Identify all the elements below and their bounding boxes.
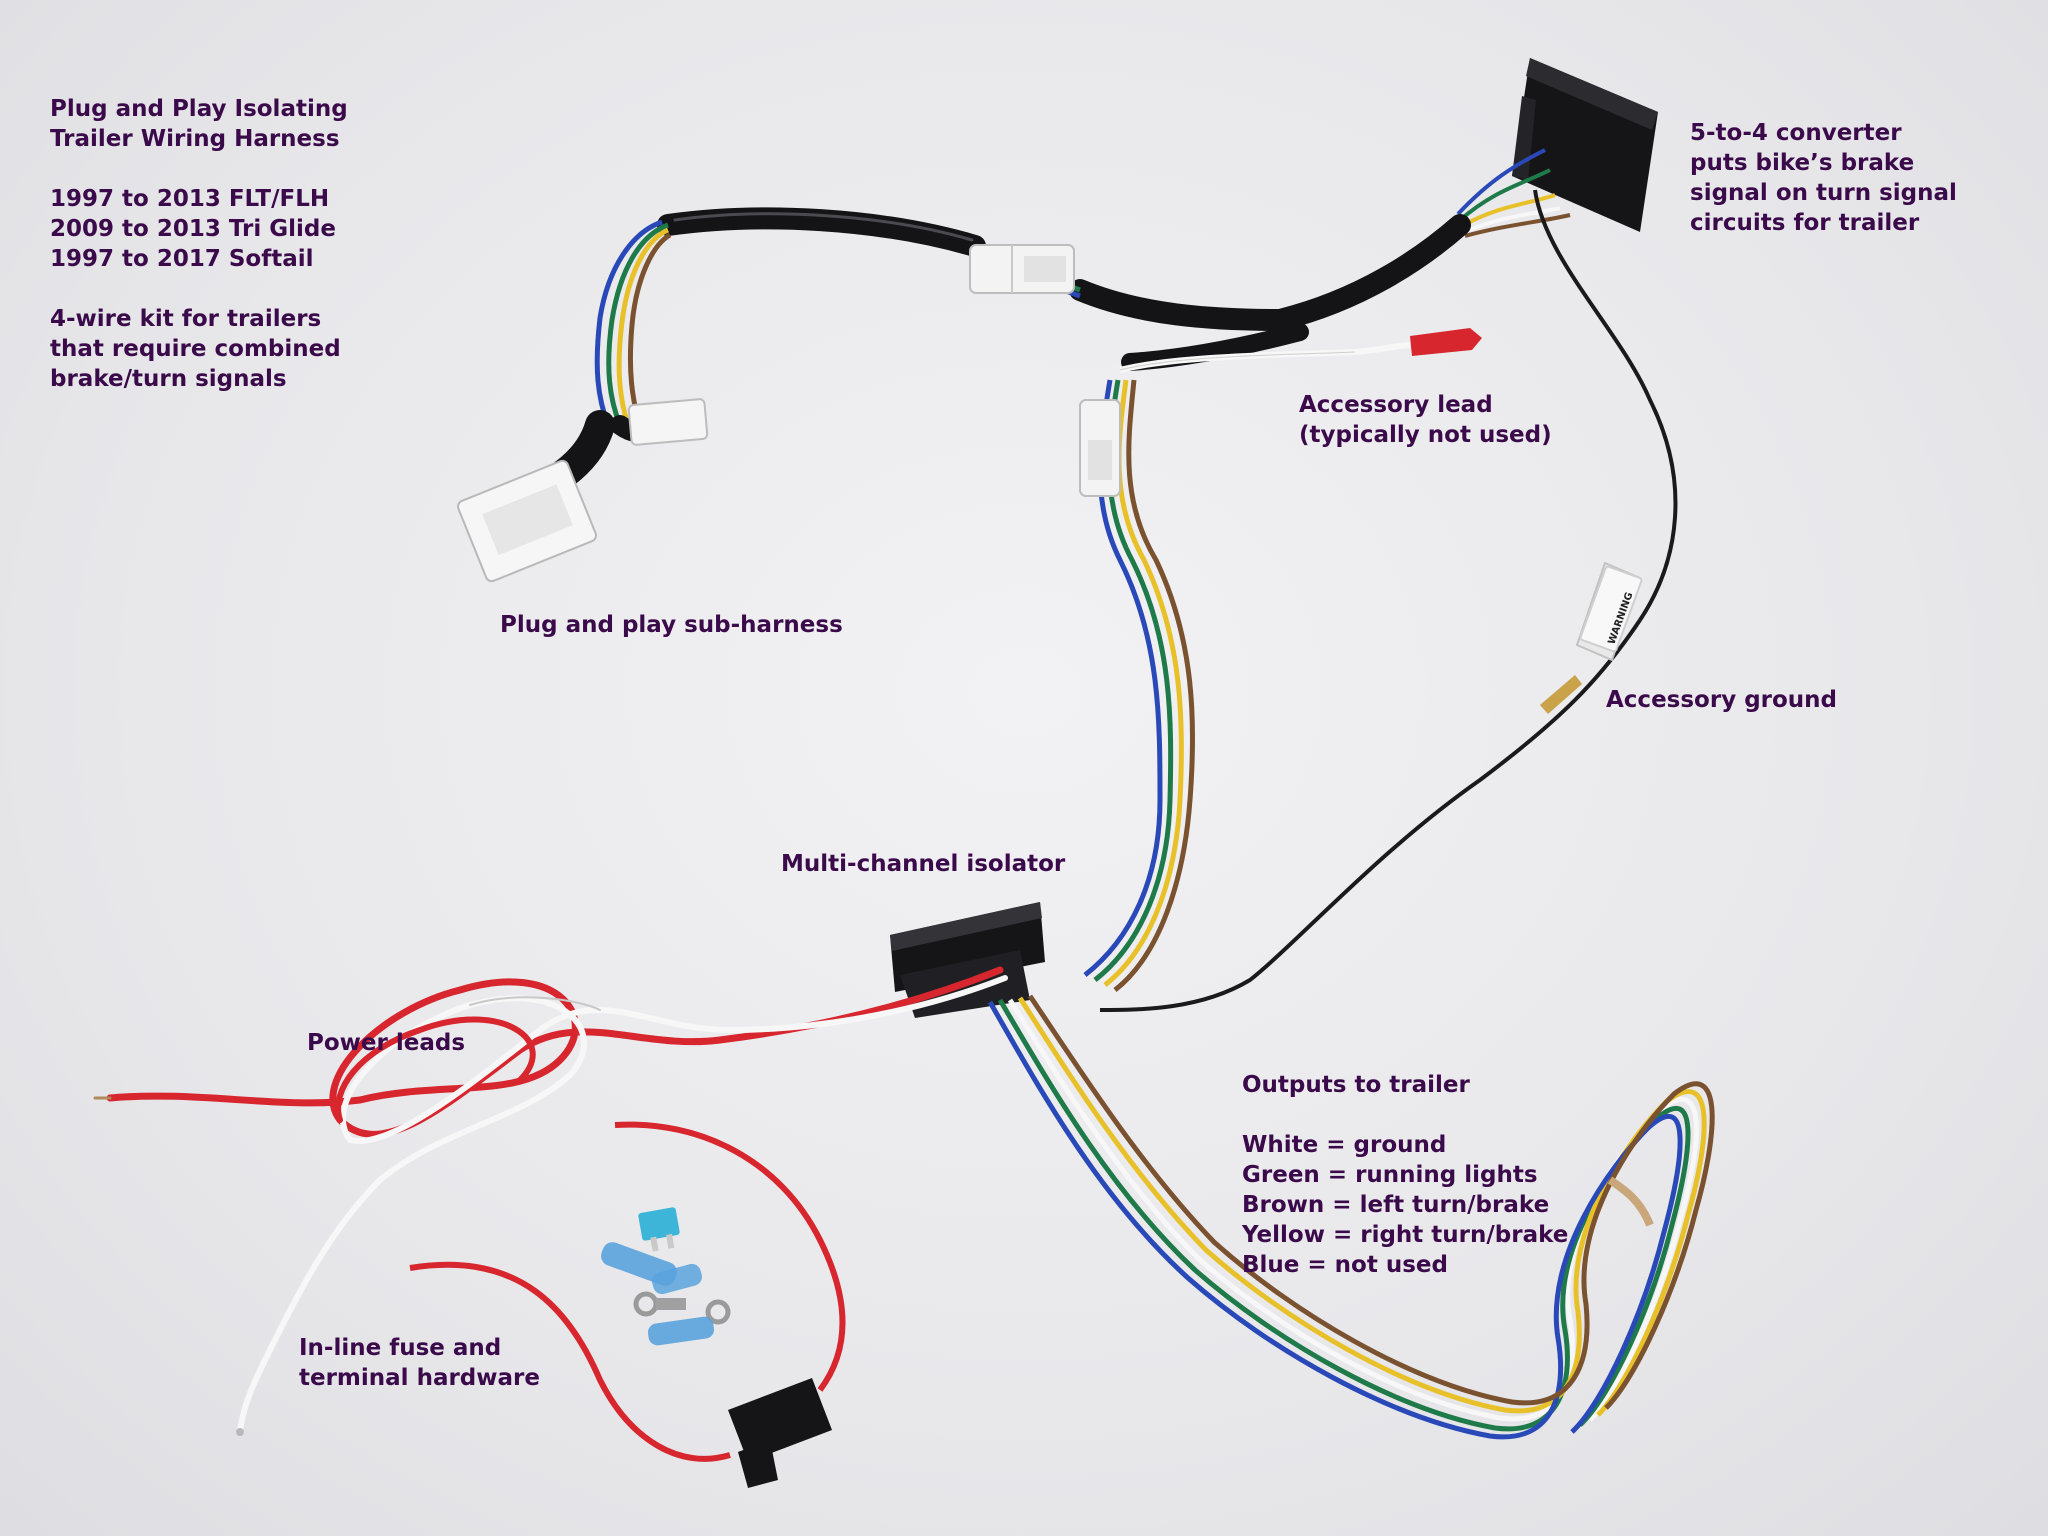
accessory-ground-callout: Accessory ground	[1606, 685, 1837, 715]
accessory-lead-line: Accessory lead	[1299, 392, 1493, 418]
converter-box	[1512, 58, 1658, 232]
accessory-lead-line: (typically not used)	[1299, 422, 1552, 448]
terminal-hardware-icon	[601, 1242, 731, 1346]
accessory-lead	[1119, 328, 1482, 373]
accessory-ground-line: Accessory ground	[1606, 687, 1838, 713]
blade-fuse-icon	[638, 1207, 680, 1252]
fuse-callout-line: terminal hardware	[299, 1365, 540, 1391]
converter-callout-line: 5-to-4 converter	[1690, 120, 1902, 146]
converter-wires	[1456, 148, 1571, 238]
converter-ground-wire	[1533, 189, 1678, 622]
output-legend-item: Yellow = right turn/brake	[1242, 1222, 1569, 1248]
intro-title-line: Plug and Play Isolating	[50, 96, 348, 122]
kit-note-line: 4-wire kit for trailers	[50, 306, 322, 332]
power-leads	[93, 966, 1008, 1436]
sub-harness-connectors	[456, 398, 709, 583]
output-legend-item: Blue = not used	[1242, 1252, 1448, 1278]
converter-callout-line: circuits for trailer	[1690, 210, 1920, 236]
isolator-callout: Multi-channel isolator	[781, 849, 1065, 879]
fuse-callout-line: In-line fuse and	[299, 1335, 502, 1361]
main-sheath	[657, 207, 1471, 371]
converter-callout-line: puts bike’s brake	[1690, 150, 1915, 176]
fitment-line: 2009 to 2013 Tri Glide	[50, 216, 336, 242]
outputs-callout: Outputs to trailer White = ground Green …	[1242, 1070, 1568, 1280]
power-leads-callout: Power leads	[307, 1028, 465, 1058]
fuse-hardware	[409, 1121, 846, 1488]
inline-connector-top	[969, 244, 1075, 294]
power-leads-line: Power leads	[307, 1030, 466, 1056]
fitment-line: 1997 to 2017 Softail	[50, 246, 314, 272]
fuse-holder-icon	[728, 1378, 832, 1488]
output-legend-item: Green = running lights	[1242, 1162, 1538, 1188]
kit-note-line: brake/turn signals	[50, 366, 287, 392]
kit-note-line: that require combined	[50, 336, 341, 362]
accessory-lead-callout: Accessory lead (typically not used)	[1299, 390, 1552, 450]
output-legend-item: White = ground	[1242, 1132, 1447, 1158]
intro-text: Plug and Play Isolating Trailer Wiring H…	[50, 94, 348, 394]
fitment-line: 1997 to 2013 FLT/FLH	[50, 186, 330, 212]
output-wires	[987, 994, 1715, 1440]
intro-title-line: Trailer Wiring Harness	[50, 126, 340, 152]
output-legend-item: Brown = left turn/brake	[1242, 1192, 1550, 1218]
sub-harness-callout: Plug and play sub-harness	[500, 610, 843, 640]
sub-harness-line: Plug and play sub-harness	[500, 612, 843, 638]
outputs-heading: Outputs to trailer	[1242, 1072, 1470, 1098]
inline-connector-mid	[1079, 399, 1121, 497]
converter-callout-line: signal on turn signal	[1690, 180, 1957, 206]
isolator-line: Multi-channel isolator	[781, 851, 1066, 877]
converter-callout: 5-to-4 converter puts bike’s brake signa…	[1690, 118, 1957, 238]
fuse-callout: In-line fuse and terminal hardware	[299, 1333, 540, 1393]
